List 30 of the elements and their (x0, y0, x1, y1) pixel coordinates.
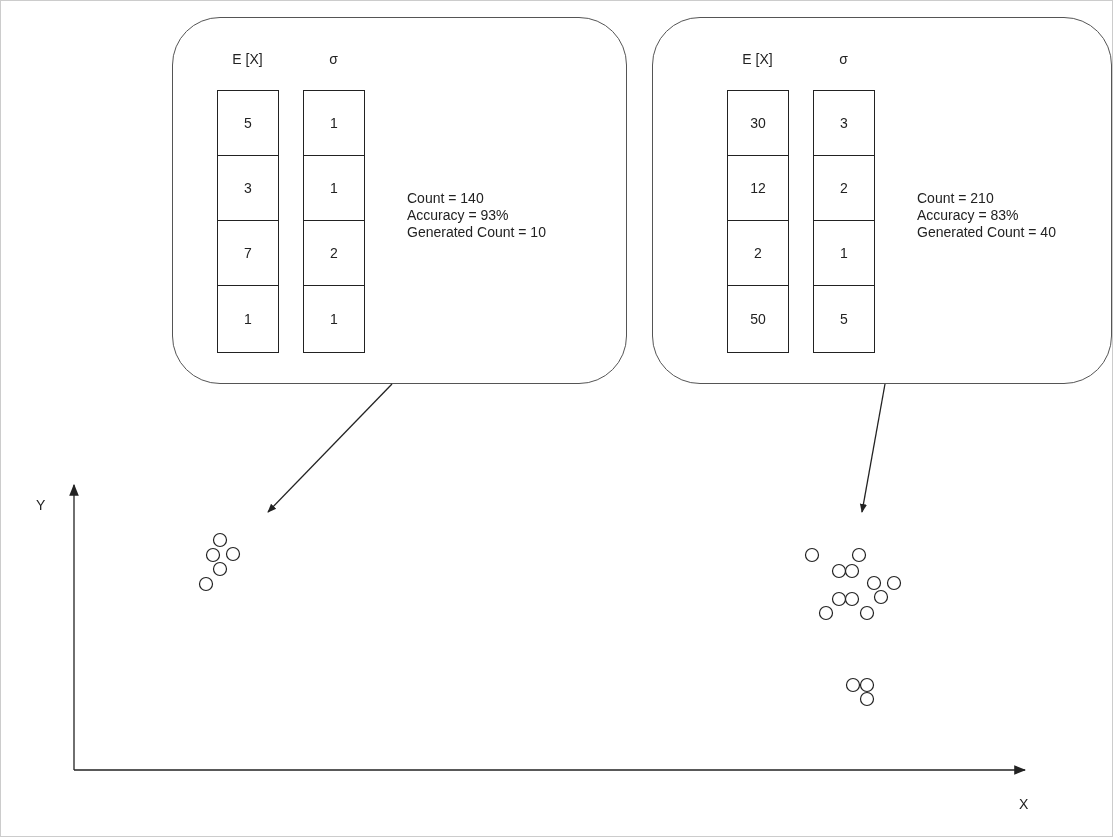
table-cell: 1 (218, 286, 278, 351)
table-cell: 2 (814, 156, 874, 221)
table-cell: 1 (304, 91, 364, 156)
table-cell: 30 (728, 91, 788, 156)
stat-text: Generated Count = 40 (917, 224, 1056, 241)
table-cell: 1 (304, 286, 364, 351)
table-cell: 2 (304, 221, 364, 286)
axis-label: X (1019, 796, 1029, 812)
stat-text: Count = 140 (407, 190, 485, 207)
rounded-panel (652, 17, 1112, 384)
table-cell: 50 (728, 286, 788, 351)
axis-label: Y (36, 497, 46, 513)
stat-text: Accuracy = 83% (917, 207, 1020, 224)
column-header: σ (838, 51, 849, 67)
column-header: E [X] (741, 51, 774, 67)
table-cell: 1 (814, 221, 874, 286)
rounded-panel (172, 17, 627, 384)
table-cell: 12 (728, 156, 788, 221)
column-header: E [X] (231, 51, 264, 67)
table-cell: 5 (814, 286, 874, 351)
table-cell: 7 (218, 221, 278, 286)
stat-text: Generated Count = 10 (407, 224, 546, 241)
table-cell: 5 (218, 91, 278, 156)
stat-text: Accuracy = 93% (407, 207, 510, 224)
stat-text: Count = 210 (917, 190, 995, 207)
column-header: σ (328, 51, 339, 67)
table-cell: 1 (304, 156, 364, 221)
table-cell: 3 (814, 91, 874, 156)
table-cell: 2 (728, 221, 788, 286)
table-cell: 3 (218, 156, 278, 221)
